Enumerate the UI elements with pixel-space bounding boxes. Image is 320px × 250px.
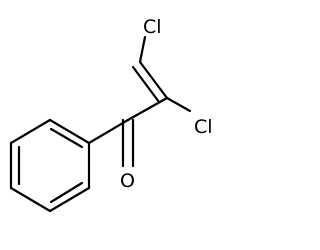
c3-cl-bond: [138, 35, 147, 64]
alkene-double-bond: [131, 60, 169, 104]
ring-bond-4: [9, 186, 52, 213]
benzene-ring: [9, 118, 91, 213]
c2-cl-bond: [165, 96, 192, 113]
alkene-bond-inner: [131, 65, 161, 104]
carbonyl-c2-bond: [126, 96, 169, 122]
molecule-structure: Cl Cl O: [9, 16, 213, 213]
alkene-bond-outer: [138, 60, 169, 100]
ring-inner-bond-1: [49, 127, 84, 149]
chlorine-top-label: Cl: [143, 16, 162, 38]
carbonyl-double-bond: [121, 118, 135, 168]
ring-bond-1: [48, 118, 91, 145]
ring-inner-bond-2: [49, 181, 84, 204]
ring-bond-6: [9, 118, 52, 145]
oxygen-label: O: [120, 170, 135, 192]
chlorine-right-label: Cl: [194, 116, 213, 138]
ring-carbonyl-bond: [87, 118, 130, 145]
ring-bond-3: [48, 186, 91, 213]
